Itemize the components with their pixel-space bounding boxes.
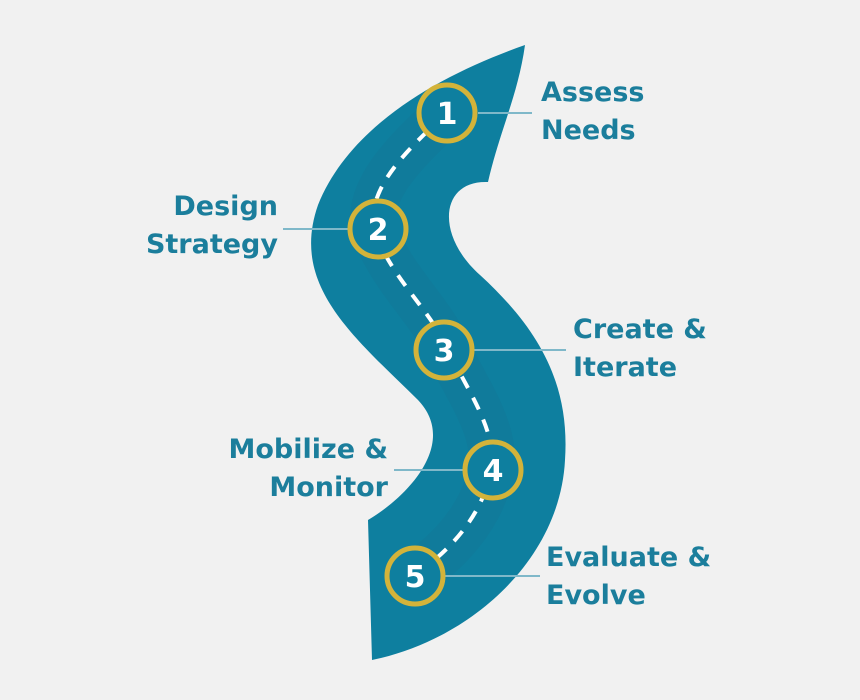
- step-label-4-line2: Monitor: [269, 472, 388, 503]
- step-label-3: Create & Iterate: [573, 311, 707, 387]
- step-label-5-line1: Evaluate &: [546, 542, 712, 573]
- step-marker-2: 2: [347, 198, 409, 260]
- step-marker-3: 3: [413, 319, 475, 381]
- step-number-4: 4: [483, 454, 504, 489]
- step-number-5: 5: [405, 560, 426, 595]
- step-label-2: Design Strategy: [146, 188, 278, 264]
- step-label-5-line2: Evolve: [546, 580, 646, 611]
- step-number-2: 2: [368, 213, 389, 248]
- step-label-1: Assess Needs: [541, 74, 645, 150]
- step-label-5: Evaluate & Evolve: [546, 539, 711, 615]
- step-label-2-line1: Design: [173, 191, 278, 222]
- road-dashed-line: [371, 113, 494, 577]
- step-label-1-line2: Needs: [541, 115, 636, 146]
- step-label-4-line1: Mobilize &: [228, 434, 388, 465]
- step-label-4: Mobilize & Monitor: [229, 431, 388, 507]
- step-marker-1: 1: [416, 82, 478, 144]
- step-label-3-line1: Create &: [573, 314, 707, 345]
- step-number-1: 1: [437, 97, 458, 132]
- step-marker-5: 5: [384, 545, 446, 607]
- step-number-3: 3: [434, 334, 455, 369]
- step-label-1-line1: Assess: [541, 77, 645, 108]
- step-label-3-line2: Iterate: [573, 352, 678, 383]
- step-marker-4: 4: [462, 439, 524, 501]
- step-label-2-line2: Strategy: [145, 229, 278, 260]
